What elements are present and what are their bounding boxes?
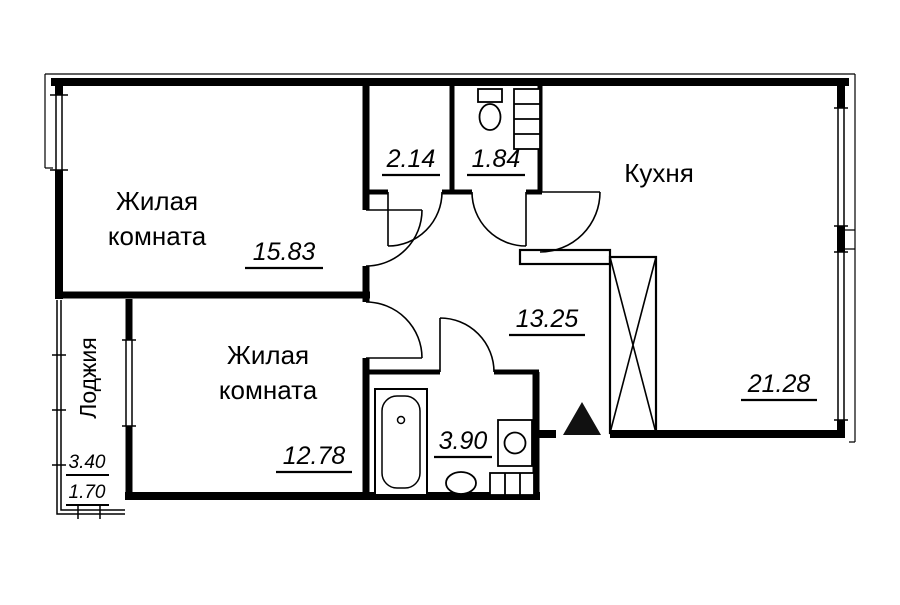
bathtub-inner — [381, 395, 421, 489]
door-living-bottom — [365, 301, 423, 359]
duct-wall — [518, 248, 612, 266]
room-label-living-bottom-line2: комната — [219, 375, 318, 405]
water-heater-icon — [513, 88, 541, 150]
room-label-living-top-line1: Жилая — [116, 186, 198, 216]
area-living-bottom: 12.78 — [283, 442, 346, 470]
walls-interior — [55, 82, 540, 500]
room-label-loggia: Лоджия — [75, 337, 101, 419]
cabinet-body — [489, 472, 535, 496]
area-kitchen: 21.28 — [747, 370, 811, 398]
toilet-tank — [477, 88, 503, 103]
window-mask — [53, 95, 65, 170]
labels: Жилая комната 15.83 2.14 1.84 Кухня 21.2… — [66, 145, 817, 506]
windows — [50, 94, 848, 519]
window-mask — [835, 108, 847, 226]
washing-machine-drum — [503, 431, 527, 455]
room-label-kitchen: Кухня — [624, 158, 694, 188]
washing-machine-icon — [497, 419, 533, 467]
area-living-top: 15.83 — [253, 238, 316, 266]
loggia-glazing — [56, 300, 125, 515]
fixtures — [374, 88, 541, 496]
facade-lines — [44, 73, 856, 443]
toilet-icon — [477, 88, 503, 131]
room-label-living-bottom-line1: Жилая — [227, 340, 309, 370]
sink-icon — [445, 471, 477, 495]
bathtub-icon — [374, 388, 428, 496]
doors — [365, 191, 601, 373]
entrance-arrow — [563, 402, 601, 435]
area-wc: 1.84 — [472, 145, 521, 173]
door-wc — [471, 191, 527, 247]
bathtub-drain — [396, 415, 406, 425]
cabinet-dividers — [504, 473, 521, 495]
loggia-glazing-ticks — [52, 354, 101, 519]
area-corridor: 2.14 — [386, 145, 436, 173]
water-heater-rungs — [514, 103, 540, 135]
door-living-top — [365, 209, 423, 267]
window-left-living — [50, 94, 68, 171]
room-label-living-top-line2: комната — [108, 221, 207, 251]
area-loggia-total: 3.40 — [69, 452, 106, 473]
area-hallway: 13.25 — [516, 305, 579, 333]
vent-shaft — [518, 248, 658, 435]
window-loggia-room — [122, 339, 136, 427]
door-kitchen — [539, 191, 601, 253]
area-loggia-counted: 1.70 — [69, 482, 106, 503]
window-right-kitchen-2 — [834, 251, 848, 421]
door-bathroom — [439, 317, 495, 373]
window-mask — [835, 252, 847, 420]
vent-shaft-cross — [609, 256, 657, 434]
facade-line-right — [849, 74, 856, 443]
facade-bay-ticks — [845, 229, 855, 250]
area-bathroom: 3.90 — [439, 427, 488, 455]
toilet-bowl — [478, 103, 502, 131]
cabinet-icon — [489, 472, 535, 496]
window-right-kitchen-1 — [834, 107, 848, 227]
door-corridor — [387, 191, 443, 247]
